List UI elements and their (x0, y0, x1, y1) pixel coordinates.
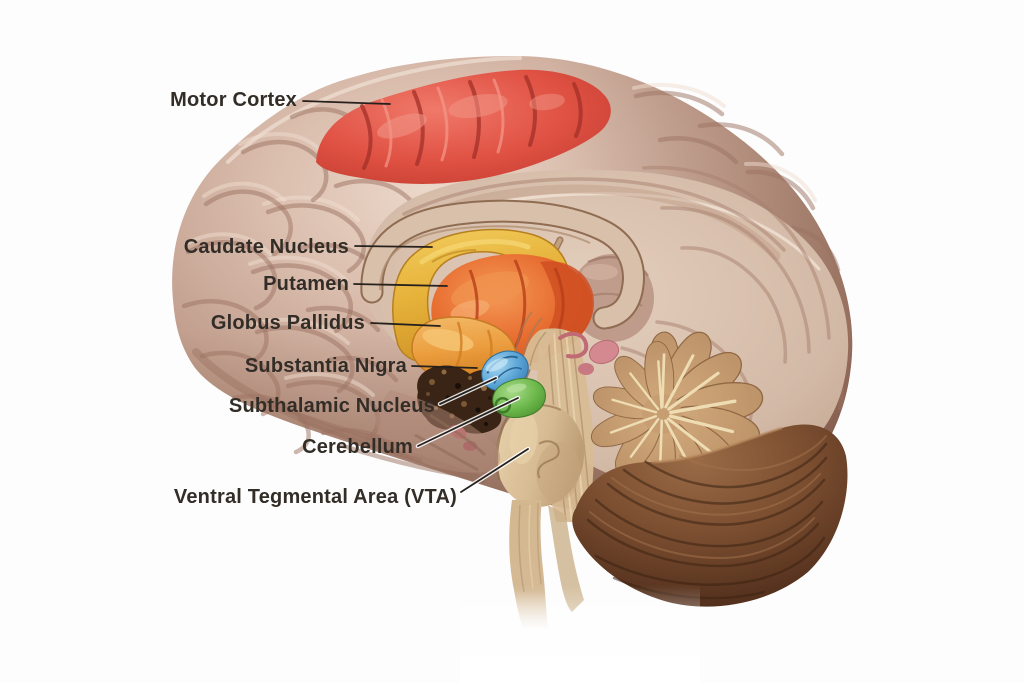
leader-line-globus-pallidus (370, 322, 441, 327)
label-globus-pallidus: Globus Pallidus (210, 312, 365, 334)
label-caudate-nucleus: Caudate Nucleus (183, 236, 349, 258)
leader-line-motor-cortex (302, 100, 391, 105)
cerebellum-outer-cortex (572, 424, 848, 607)
label-cerebellum: Cerebellum (302, 436, 413, 458)
leader-line-subthalamic-nucleus (439, 377, 497, 405)
label-substantia-nigra: Substantia Nigra (244, 355, 407, 377)
label-subthalamic-nucleus: Subthalamic Nucleus (228, 395, 435, 417)
cerebellum-cut-face (586, 324, 767, 499)
motor-cortex-region (316, 69, 611, 184)
label-ventral-tegmental-area: Ventral Tegmental Area (VTA) (173, 486, 457, 508)
temporal-lobe-shading (257, 390, 501, 477)
leader-line-putamen (353, 283, 448, 287)
leader-lines (302, 100, 531, 495)
leader-line-cerebellum (417, 397, 519, 447)
leader-line-caudate-nucleus (354, 245, 433, 248)
brainstem-medulla (460, 500, 700, 683)
pons (495, 403, 585, 507)
leader-line-substantia-nigra (411, 365, 478, 369)
label-putamen: Putamen (263, 273, 349, 295)
leader-line-vta (460, 448, 529, 493)
label-motor-cortex: Motor Cortex (170, 89, 297, 111)
